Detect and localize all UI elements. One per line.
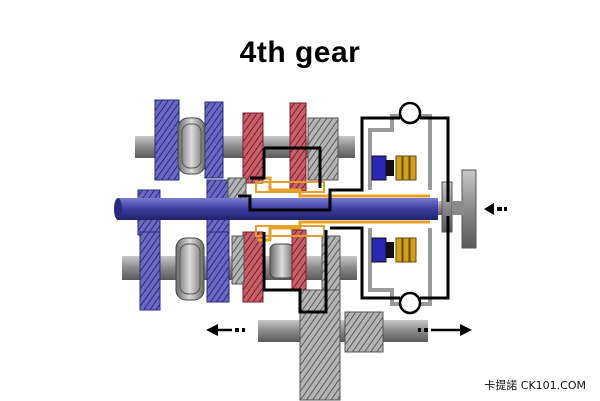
clutch-packs [371,155,417,263]
watermark-text: 卡提諾 CK101.COM [484,379,586,392]
output-arrow-left-icon [206,324,245,336]
flywheel [441,169,477,249]
output-shaft [258,289,428,401]
page-title: 4th gear [239,36,361,69]
lower-blue-gears [139,231,230,311]
orange-power-flow [255,176,430,242]
power-flow-path [238,116,450,314]
output-arrow-right-icon [418,324,472,336]
clutch-ports [398,101,422,315]
input-arrow-icon [484,203,507,215]
